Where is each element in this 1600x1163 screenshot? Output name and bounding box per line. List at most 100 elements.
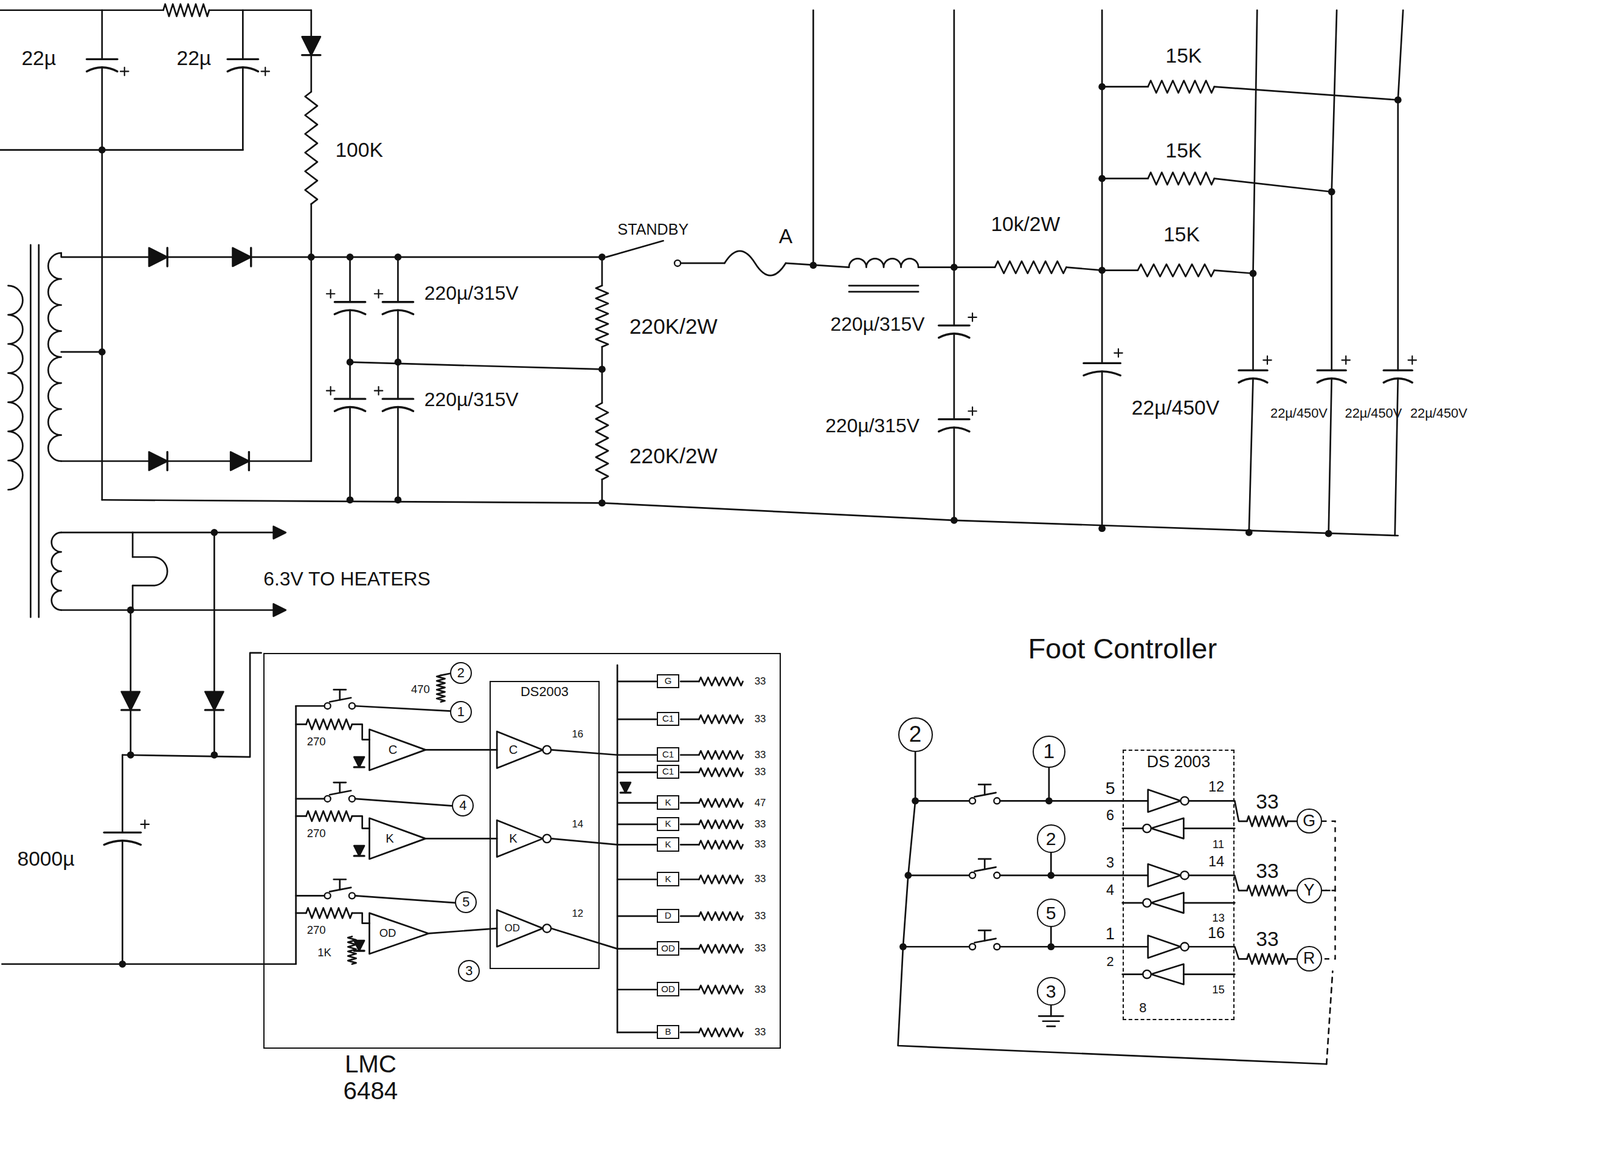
- wire: [617, 1032, 657, 1034]
- wire: [352, 724, 370, 740]
- resistor-symbol: [1137, 264, 1215, 277]
- wire: [999, 874, 1123, 877]
- wire: [914, 752, 917, 802]
- part-label: 14: [1207, 854, 1226, 871]
- part-label: 2: [1105, 954, 1116, 970]
- part-label: 33: [753, 1027, 768, 1039]
- node-label: 5: [1045, 903, 1057, 924]
- connector-pad: K: [656, 872, 680, 887]
- callout-number: 3: [457, 960, 480, 983]
- node-label: K: [664, 839, 671, 851]
- connector-wire: [1322, 890, 1336, 960]
- inverter-bubble: [1180, 797, 1189, 806]
- part-label: 33: [1254, 928, 1280, 952]
- wire: [617, 754, 657, 756]
- wire: [616, 665, 619, 1033]
- polarity-mark: [1114, 349, 1123, 357]
- wire: [1122, 800, 1149, 803]
- junction-dot: [1045, 797, 1053, 805]
- pilot-lamp: [132, 557, 168, 586]
- part-label: 8: [1137, 1000, 1148, 1016]
- part-label: C: [507, 743, 520, 757]
- wire: [953, 427, 956, 521]
- wire: [61, 351, 103, 354]
- wire: [0, 148, 243, 151]
- part-label: 270: [305, 735, 328, 749]
- wire: [1188, 946, 1248, 960]
- wire: [129, 710, 132, 756]
- node-label: 2: [1045, 828, 1057, 849]
- amplifier-symbol: [496, 820, 544, 857]
- wire: [1326, 971, 1333, 1065]
- wire: [1048, 768, 1051, 802]
- connector-pad: D: [656, 909, 680, 924]
- wire: [550, 749, 618, 755]
- wire: [550, 928, 618, 950]
- resistor-symbol: [994, 261, 1067, 274]
- wire: [617, 988, 657, 991]
- wire: [242, 10, 244, 60]
- wire: [1395, 378, 1399, 536]
- diode-symbol: [121, 692, 140, 711]
- junction-dot: [1245, 529, 1253, 537]
- amplifier-symbol: [496, 910, 544, 947]
- wire: [296, 895, 325, 897]
- amplifier-symbol: [1148, 935, 1181, 959]
- switch-contact: [324, 703, 331, 710]
- wire: [617, 824, 657, 826]
- circuit-board: LMC 6484DS200321453GC1C1C1KKKKDODODB: [263, 653, 781, 1050]
- resistor-symbol: [1246, 954, 1288, 965]
- wire: [1101, 269, 1138, 272]
- inverter-bubble: [1142, 970, 1151, 979]
- led-terminal: G: [1296, 808, 1323, 835]
- diode-symbol: [230, 451, 249, 471]
- wire: [61, 609, 274, 612]
- switch-contact: [993, 797, 1000, 804]
- wire: [1188, 875, 1248, 891]
- part-label: 33: [753, 676, 768, 688]
- arrow-head: [273, 603, 286, 617]
- inductor-coil: [51, 532, 62, 611]
- resistor-symbol: [698, 751, 743, 759]
- part-label: 100K: [333, 138, 384, 162]
- wire: [121, 841, 124, 965]
- wire: [425, 838, 497, 840]
- part-label: 5: [1104, 779, 1117, 798]
- part-label: 33: [1254, 790, 1280, 814]
- part-label: 33: [753, 910, 768, 922]
- diode-symbol: [148, 248, 168, 267]
- diode-symbol: [353, 766, 365, 769]
- wire: [1183, 827, 1235, 830]
- wire: [102, 499, 1399, 536]
- junction-dot: [598, 253, 606, 261]
- wire: [680, 754, 699, 756]
- junction-dot: [394, 253, 402, 261]
- part-label: 22µ/450V: [1409, 406, 1453, 421]
- wire: [131, 585, 134, 610]
- connector-pad: K: [656, 795, 680, 810]
- node-label: C1: [662, 766, 674, 778]
- resistor-symbol: [305, 91, 318, 205]
- resistor-symbol: [436, 675, 445, 703]
- node-label: DS 2003: [1123, 751, 1234, 772]
- resistor-symbol: [698, 677, 743, 686]
- wire: [812, 10, 815, 266]
- polarity-mark: [261, 67, 270, 76]
- junction-dot: [1047, 943, 1055, 951]
- part-label: 220K/2W: [628, 315, 719, 339]
- wire: [242, 67, 244, 151]
- diode-symbol: [204, 692, 224, 711]
- resistor-symbol: [1246, 886, 1288, 897]
- part-label: 22µ/450V: [1269, 406, 1313, 421]
- capacitor-symbol: [334, 301, 365, 303]
- part-label: 220µ/315V: [423, 283, 520, 305]
- junction-dot: [1098, 524, 1106, 533]
- wire: [248, 460, 311, 463]
- wire: [1183, 902, 1235, 905]
- node-label: B: [664, 1027, 671, 1038]
- part-label: 13: [1210, 912, 1226, 925]
- wire: [617, 681, 657, 683]
- resistor-symbol: [698, 985, 743, 994]
- part-label: 270: [305, 827, 328, 840]
- junction-dot: [210, 529, 218, 537]
